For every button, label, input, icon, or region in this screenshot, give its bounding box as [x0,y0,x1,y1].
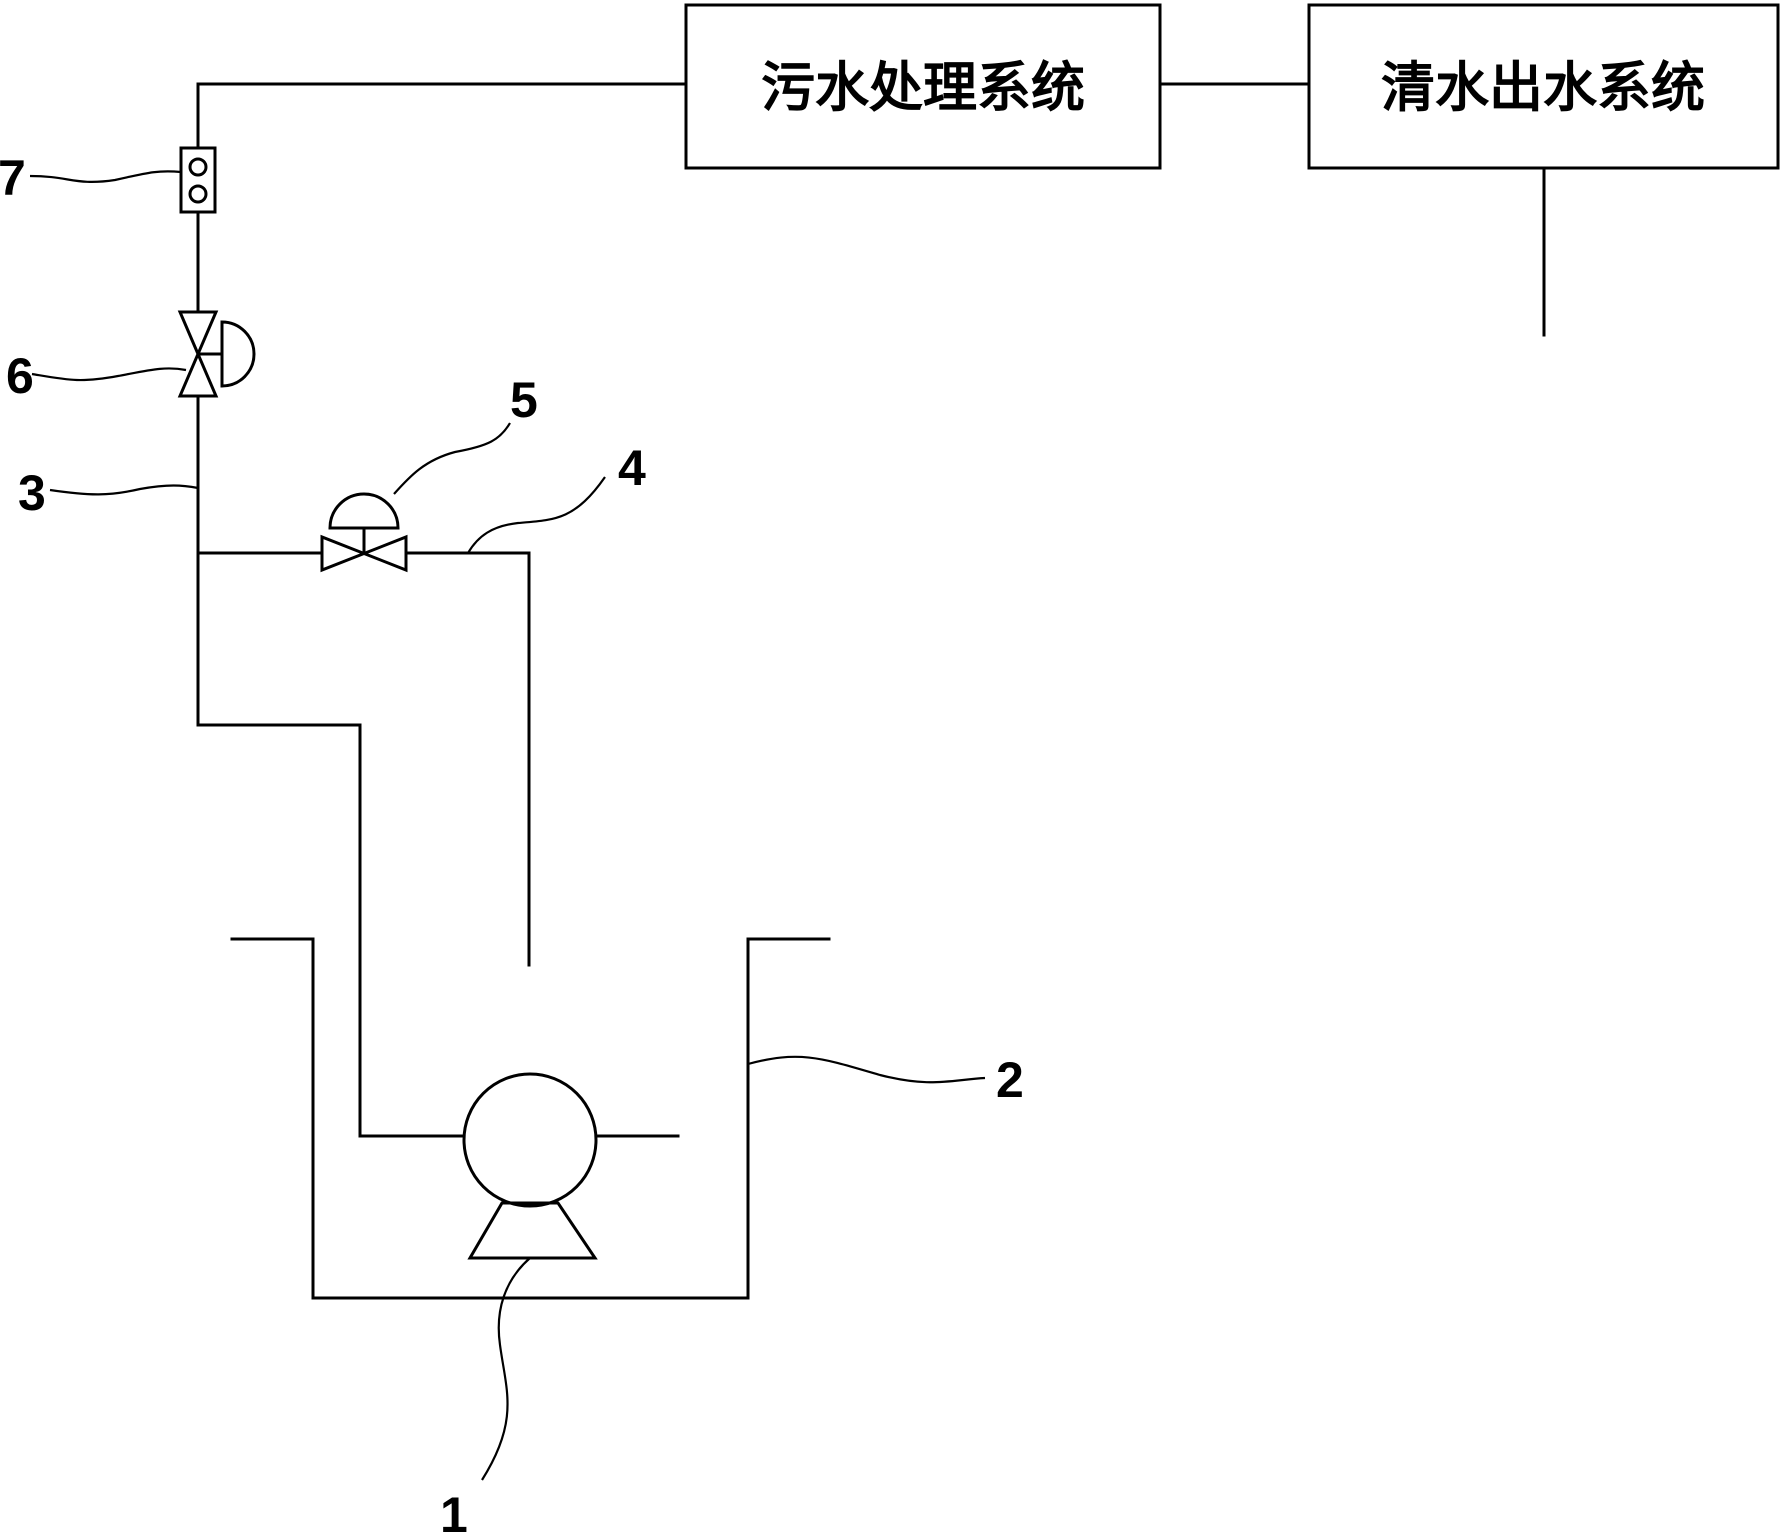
leader-1 [481,1257,531,1481]
label-5: 5 [510,372,538,428]
tank [230,937,831,1300]
clean-water-outlet-label: 清水出水系统 [1381,56,1705,119]
main-pipe-lower [196,546,466,1138]
leader-3 [49,484,199,496]
valve-5 [320,492,408,573]
leader-2 [747,1055,986,1084]
flow-meter-7 [179,146,217,214]
leader-6 [31,367,187,382]
leader-7 [29,170,182,183]
pump [462,1072,598,1260]
valve-6 [177,310,256,398]
label-3: 3 [18,465,46,521]
label-1: 1 [440,1487,468,1536]
sewage-treatment-box: 污水处理系统 [684,3,1162,170]
sewage-treatment-label: 污水处理系统 [761,56,1085,119]
label-7: 7 [0,150,26,206]
main-pipe-upper [196,82,688,550]
label-6: 6 [6,348,34,404]
leader-4 [467,476,606,554]
clean-water-outlet-box: 清水出水系统 [1307,3,1780,170]
return-pipe [196,551,531,967]
leader-5 [393,422,511,495]
label-4: 4 [618,440,646,496]
label-2: 2 [996,1052,1024,1108]
